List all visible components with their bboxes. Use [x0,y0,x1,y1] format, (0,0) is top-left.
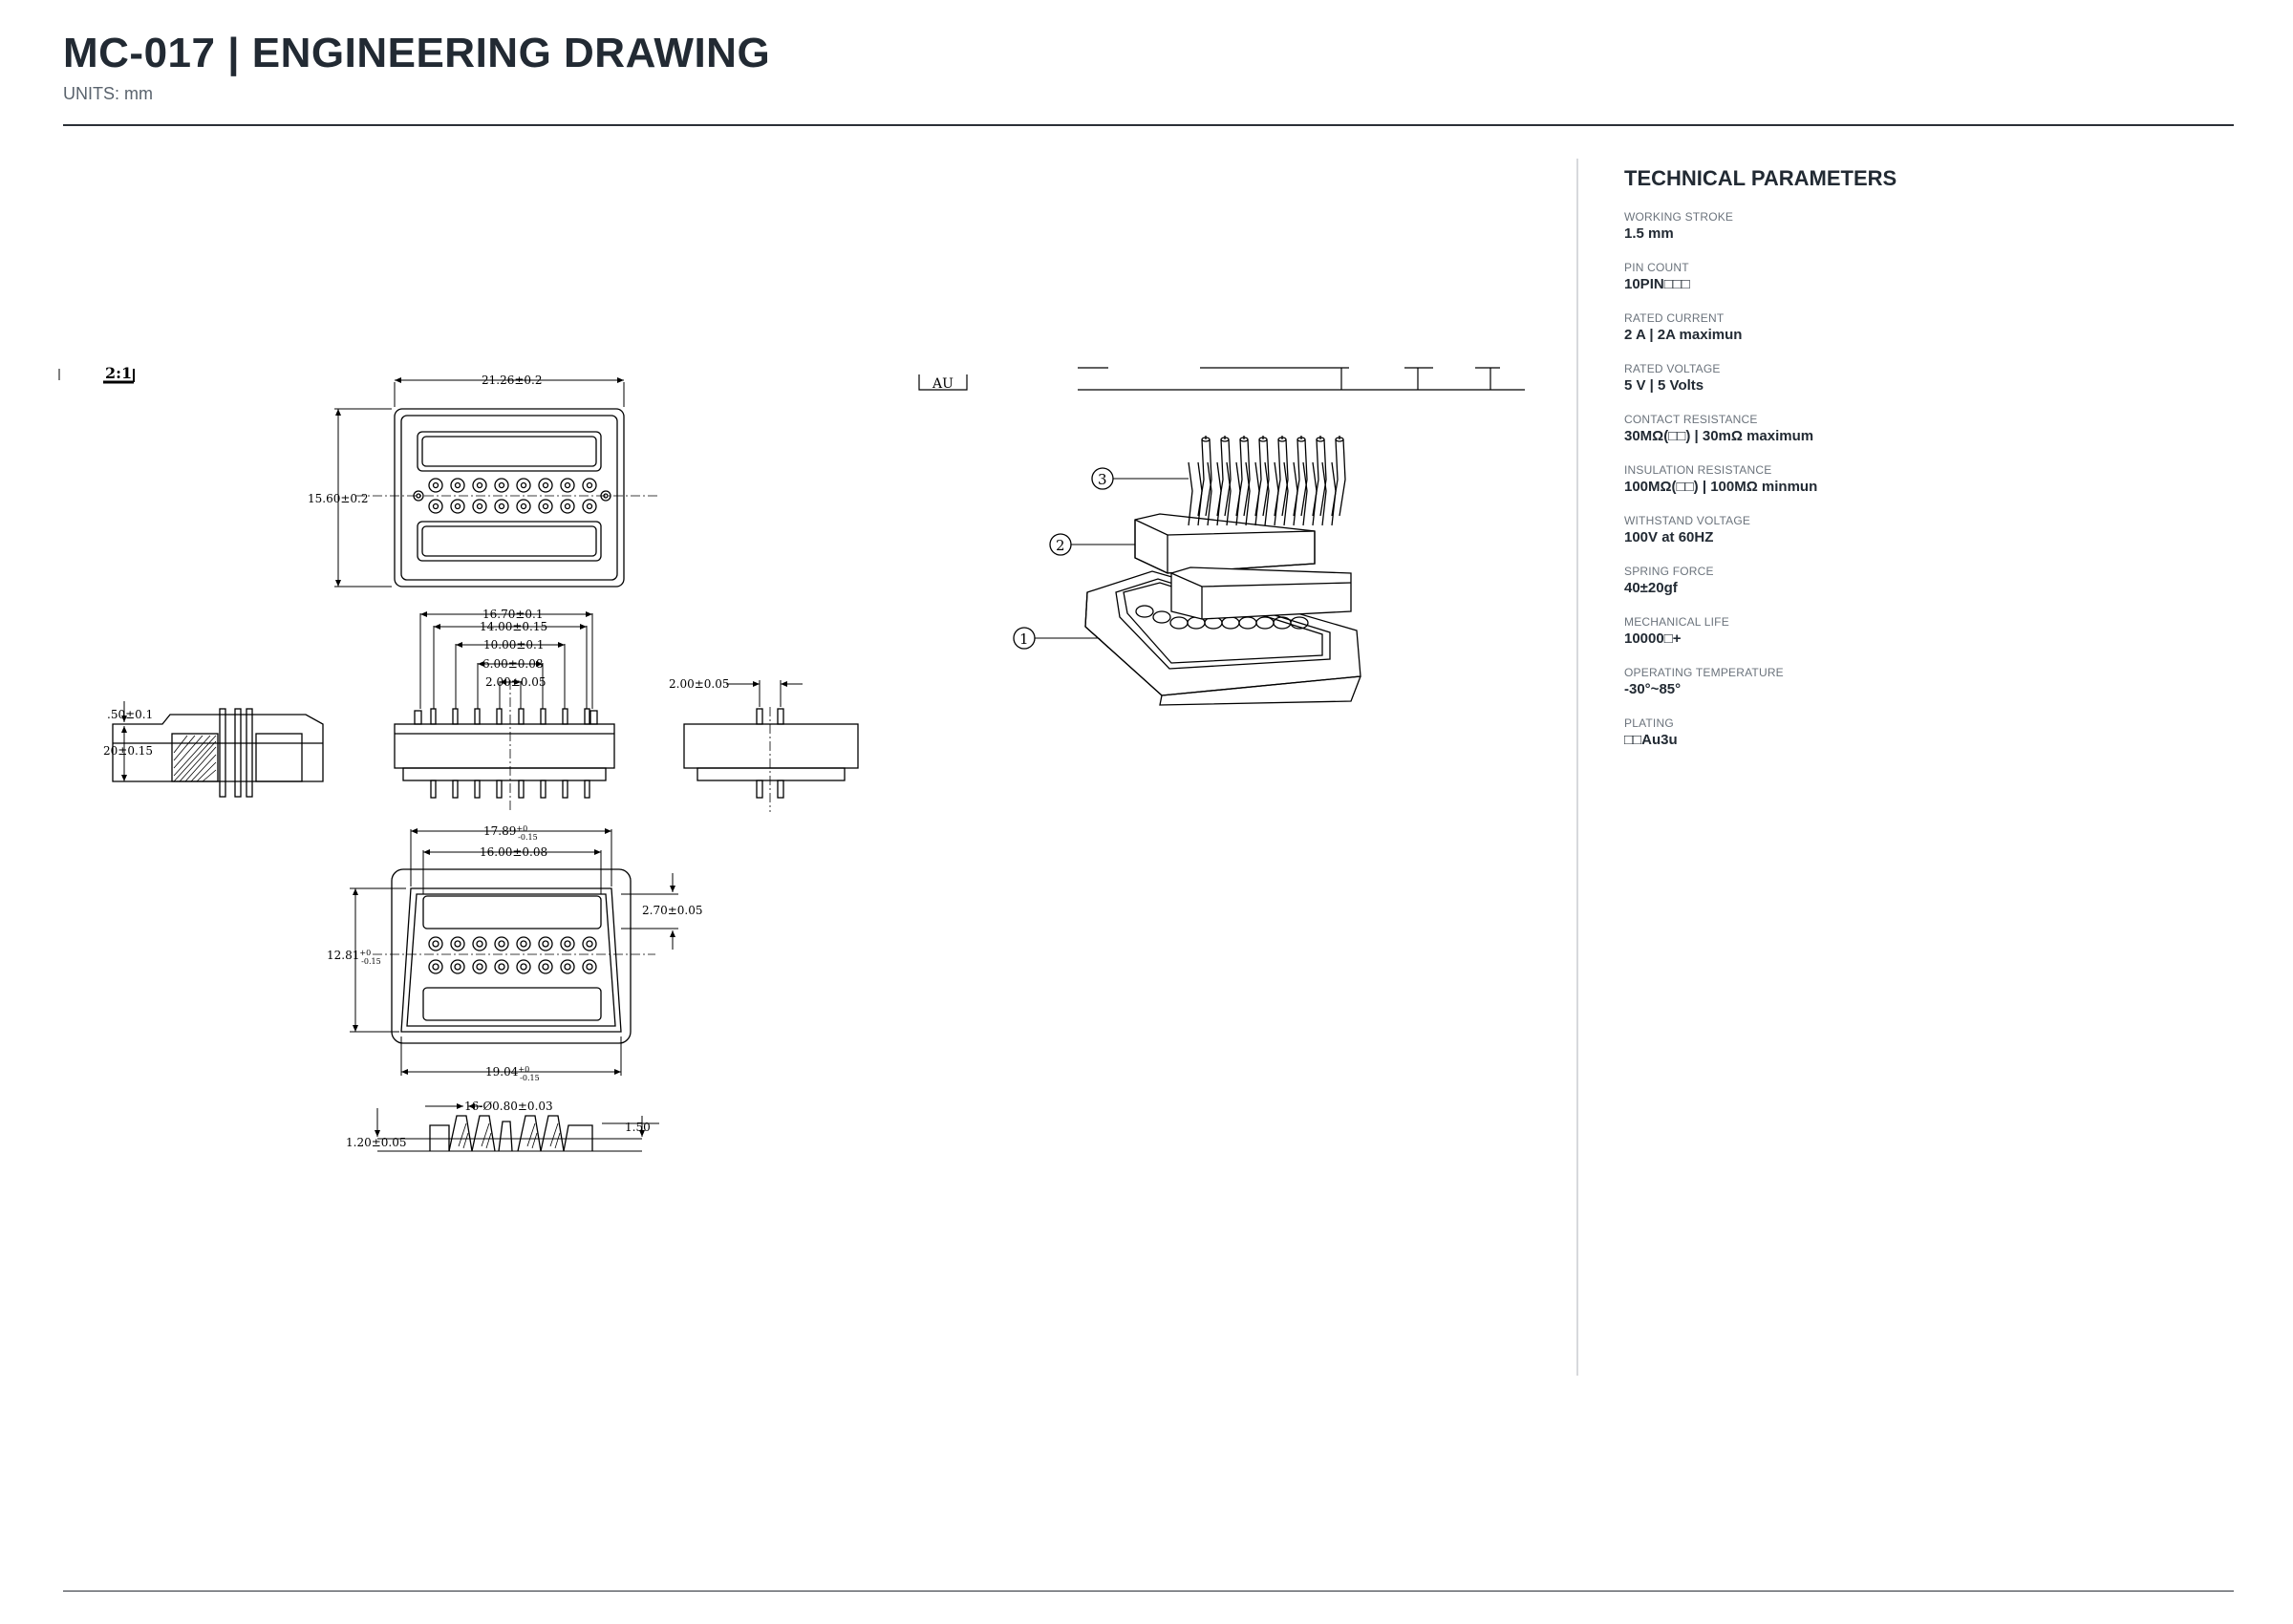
param-operating-temperature: OPERATING TEMPERATURE -30°~85° [1624,666,2236,699]
dim-front-w2: 14.00±0.15 [480,620,547,633]
param-value: □□Au3u [1624,732,1678,748]
top-view [334,377,659,588]
dim-section-d1: .50±0.1 [107,708,153,721]
param-contact-resistance: CONTACT RESISTANCE 30MΩ(□□) | 30mΩ maxim… [1624,413,2236,446]
dim-bottom-h-tol-upper: +0 [359,949,371,957]
dim-detail-right: 1.50 [625,1121,651,1134]
param-value: 100MΩ(□□) | 100MΩ minmun [1624,479,1818,495]
engineering-drawing: 21.26±0.2 15.60±0.2 16.70±0.1 14.00±0.15… [58,364,1525,1152]
part-2-insulator-block [1134,513,1352,620]
param-value: 100V at 60HZ [1624,529,1714,545]
dim-front-w1: 16.70±0.1 [482,608,544,621]
param-label: MECHANICAL LIFE [1624,615,1729,629]
dim-bottom-h-tol-lower: -0.15 [361,957,381,966]
param-label: INSULATION RESISTANCE [1624,463,1772,477]
top-view-holes [413,478,611,514]
technical-parameters-panel: TECHNICAL PARAMETERS WORKING STROKE 1.5 … [1624,166,2236,767]
dim-bottom-base: 19.04+0-0.15 [485,1065,540,1082]
dim-bottom-base-tol-lower: -0.15 [520,1074,540,1082]
param-plating: PLATING □□Au3u [1624,716,2236,750]
param-value: 10PIN□□□ [1624,276,1690,292]
param-label: RATED CURRENT [1624,311,1725,325]
param-value: 10000□+ [1624,630,1682,647]
dim-detail-holes: 16-Ø0.80±0.03 [464,1100,553,1113]
header-rule [63,124,2234,126]
param-label: SPRING FORCE [1624,565,1714,578]
param-rated-current: RATED CURRENT 2 A | 2A maximun [1624,311,2236,345]
balloon-2-label: 2 [1056,537,1065,554]
dim-bottom-w1-tol-upper: +0 [516,824,527,833]
front-view-pins [414,708,598,799]
page-header: MC-017 | ENGINEERING DRAWING UNITS: mm [63,29,2234,104]
dim-front-w5: 2.00±0.05 [485,675,546,689]
dim-bottom-w1: 17.89+0-0.15 [483,824,538,842]
param-value: -30°~85° [1624,681,1682,697]
param-mechanical-life: MECHANICAL LIFE 10000□+ [1624,615,2236,649]
front-view [394,611,615,812]
param-value: 30MΩ(□□) | 30mΩ maximum [1624,428,1814,444]
param-value: 40±20gf [1624,580,1678,596]
param-value: 1.5 mm [1624,225,1674,242]
section-view [112,701,324,798]
param-label: WORKING STROKE [1624,210,1734,224]
param-label: RATED VOLTAGE [1624,362,1721,375]
dim-detail-thk: 1.20±0.05 [346,1136,407,1149]
param-value: 2 A | 2A maximun [1624,327,1743,343]
panel-divider [1576,159,1578,1376]
param-label: CONTACT RESISTANCE [1624,413,1758,426]
param-label: WITHSTAND VOLTAGE [1624,514,1751,527]
param-label: OPERATING TEMPERATURE [1624,666,1784,679]
footer-rule [63,1591,2234,1592]
dim-bottom-base-tol-upper: +0 [518,1065,529,1074]
param-label: PIN COUNT [1624,261,1689,274]
corner-scale-label: 2:1 [105,364,132,382]
balloon-3-label: 3 [1098,471,1107,488]
side-view [683,680,859,812]
param-label: PLATING [1624,716,1674,730]
param-rated-voltage: RATED VOLTAGE 5 V | 5 Volts [1624,362,2236,395]
dim-bottom-h-value: 12.81 [327,949,359,962]
dim-bottom-w2: 16.00±0.08 [480,845,547,859]
view-a-marker [918,367,1525,391]
dim-top-height: 15.60±0.2 [308,492,369,505]
iso-holes [1135,605,1309,630]
param-value: 5 V | 5 Volts [1624,377,1704,394]
param-insulation-resistance: INSULATION RESISTANCE 100MΩ(□□) | 100MΩ … [1624,463,2236,497]
corner-scale-marker [58,369,135,384]
balloon-callouts [1013,467,1189,650]
dim-bottom-w1-tol-lower: -0.15 [518,833,538,842]
view-a-label: AU [932,376,954,392]
part-1-base-housing [1084,570,1361,706]
dim-bottom-h: 12.81+0-0.15 [327,949,381,966]
dim-section-d2: 20±0.15 [103,744,153,758]
param-withstand-voltage: WITHSTAND VOLTAGE 100V at 60HZ [1624,514,2236,547]
dim-bottom-w1-value: 17.89 [483,824,516,838]
isometric-exploded-view [1013,436,1361,706]
dim-side-pitch: 2.00±0.05 [669,677,730,691]
params-title: TECHNICAL PARAMETERS [1624,166,1897,190]
dim-front-w4: 6.00±0.08 [482,657,544,671]
units-label: UNITS: mm [63,84,153,103]
dim-bottom-base-value: 19.04 [485,1065,519,1079]
page-title: MC-017 | ENGINEERING DRAWING [63,30,771,76]
dim-top-width: 21.26±0.2 [482,374,543,387]
balloon-1-label: 1 [1019,630,1029,648]
param-working-stroke: WORKING STROKE 1.5 mm [1624,210,2236,244]
dim-front-w3: 10.00±0.1 [483,638,545,652]
param-spring-force: SPRING FORCE 40±20gf [1624,565,2236,598]
part-3-pogo-pins [1188,436,1346,526]
drawing-canvas: 21.26±0.2 15.60±0.2 16.70±0.1 14.00±0.15… [58,364,1525,1152]
param-pin-count: PIN COUNT 10PIN□□□ [1624,261,2236,294]
dim-bottom-edge: 2.70±0.05 [642,904,703,917]
bottom-view [350,828,678,1076]
bottom-view-holes [428,936,597,974]
detail-section [375,1103,659,1152]
